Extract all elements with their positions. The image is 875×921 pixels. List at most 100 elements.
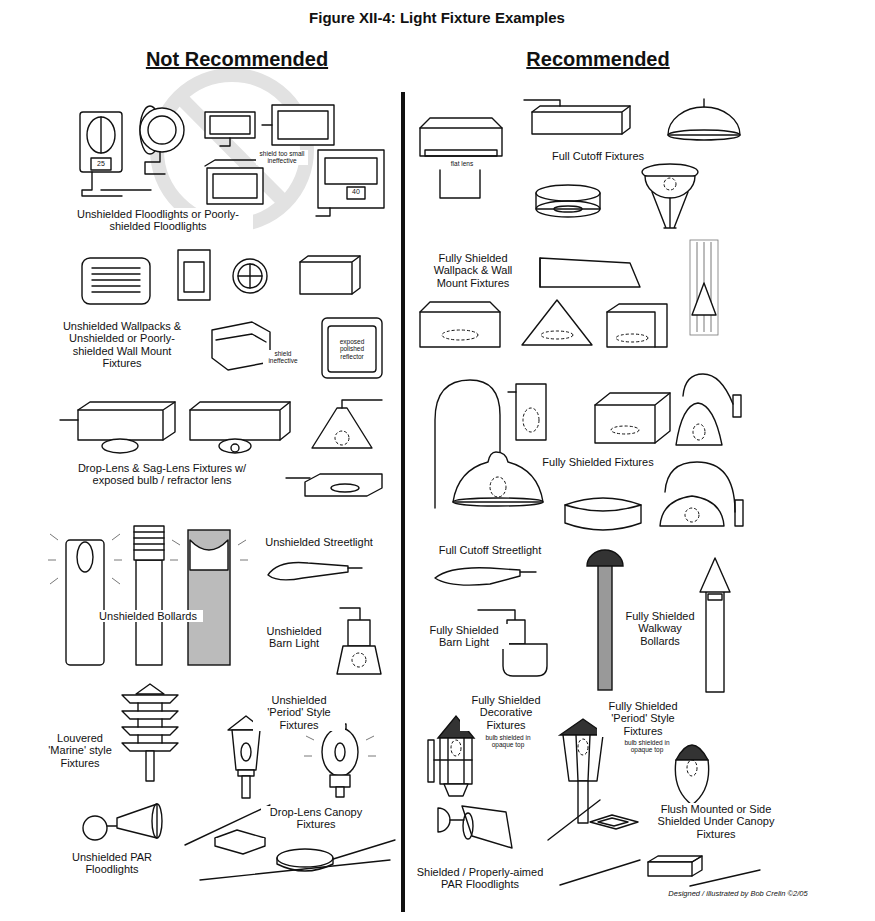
prohibition-sign	[157, 75, 307, 225]
unshielded-barn-light	[337, 608, 381, 674]
shielded-decorative-fixture	[434, 759, 440, 760]
full-cutoff-fixture	[554, 206, 582, 212]
prohibition-sign	[157, 75, 307, 225]
drop-lens-canopy	[215, 838, 265, 854]
drop-lens-canopy	[185, 805, 395, 880]
drop-lens-fixture	[231, 444, 239, 452]
unshielded-period-fixture	[322, 728, 358, 776]
unshielded-bollard	[134, 532, 164, 550]
drop-lens-canopy	[277, 849, 333, 867]
unshielded-wallpack	[212, 322, 270, 370]
unshielded-wallpack	[233, 259, 267, 293]
unshielded-barn-light	[340, 608, 360, 620]
shielded-decorative-fixture	[440, 738, 472, 784]
unshielded-bollard	[190, 540, 228, 570]
unshielded-bollard	[134, 526, 164, 560]
shielded-decorative-fixture	[563, 735, 603, 781]
shielded-bollard	[598, 565, 612, 690]
unshielded-floodlight	[318, 150, 384, 208]
unshielded-period-fixture	[335, 743, 345, 761]
full-cutoff-fixture	[532, 106, 630, 134]
shielded-decorative-fixture	[444, 784, 468, 796]
flush-canopy-fixture	[648, 862, 692, 876]
marine-fixture	[122, 711, 178, 719]
shielded-decorative-fixture	[451, 740, 461, 756]
fixture-caption: Drop-Lens Canopy Fixtures	[261, 806, 371, 831]
unshielded-floodlight	[207, 168, 263, 204]
drop-lens-canopy	[185, 805, 395, 880]
fixture-caption: Unshielded 'Period' Style Fixtures	[253, 694, 345, 731]
unshielded-wallpack	[322, 318, 382, 378]
full-cutoff-fixture	[532, 106, 630, 134]
flush-canopy-fixture	[590, 815, 638, 829]
shielded-fixture	[435, 374, 743, 530]
unshielded-period-fixture	[336, 787, 344, 797]
unshielded-floodlight	[347, 187, 365, 199]
shielded-wallpack	[420, 302, 500, 347]
fixture-caption: Shielded / Properly-aimed PAR Floodlight…	[414, 866, 546, 891]
unshielded-par-flood	[83, 816, 107, 840]
unshielded-par-flood	[152, 804, 162, 838]
shielded-wallpack	[607, 304, 667, 347]
fixture-caption: Fully Shielded Barn Light	[419, 624, 509, 649]
shielded-decorative-fixture	[428, 740, 434, 782]
shielded-fixture	[611, 426, 639, 434]
shielded-bollard	[700, 558, 730, 592]
shielded-fixture	[523, 408, 539, 432]
shielded-decorative-fixture	[675, 760, 708, 805]
drop-lens-fixture	[312, 408, 372, 448]
fixture-caption: Fully Shielded Wallpack & Wall Mount Fix…	[417, 252, 529, 289]
unshielded-par-flood	[117, 804, 157, 838]
unshielded-period-fixture	[304, 736, 376, 756]
unshielded-bollard	[48, 534, 122, 584]
drop-lens-fixture	[219, 439, 251, 453]
unshielded-floodlight	[220, 138, 230, 146]
shielded-fixture	[453, 452, 543, 502]
unshielded-period-fixture	[238, 770, 254, 776]
shielded-wallpack	[607, 312, 655, 347]
unshielded-floodlight	[82, 172, 151, 196]
unshielded-wallpack	[238, 264, 262, 288]
shielded-wallpack	[539, 258, 540, 287]
unshielded-period-fixture	[241, 743, 251, 761]
shielded-decorative-fixture	[578, 739, 588, 755]
shielded-par-flood	[438, 806, 512, 848]
fixture-caption: Fully Shielded Decorative Fixtures	[460, 694, 552, 731]
full-cutoff-fixture	[425, 150, 497, 156]
full-cutoff-fixture	[536, 201, 600, 217]
unshielded-bollard	[188, 530, 230, 665]
shielded-decorative-fixture	[676, 745, 708, 760]
marine-fixture	[138, 703, 162, 743]
marine-fixture	[122, 684, 178, 781]
unshielded-wallpack	[216, 334, 266, 342]
shielded-par-flood	[450, 819, 464, 820]
unshielded-bollard	[66, 540, 104, 665]
flush-canopy-fixture	[598, 818, 628, 826]
shielded-fixture	[676, 403, 722, 445]
shielded-fixture	[685, 508, 699, 522]
marine-fixture	[122, 695, 178, 703]
full-cutoff-fixture	[536, 185, 600, 201]
full-cutoff-streetlight	[520, 571, 536, 572]
unshielded-floodlight	[316, 208, 330, 216]
figure-title: Figure XII-4: Light Fixture Examples	[237, 10, 637, 27]
shielded-fixture	[595, 393, 670, 443]
wattage-tag: 40	[347, 188, 365, 196]
unshielded-floodlight	[262, 124, 272, 125]
shielded-par-flood	[462, 806, 512, 848]
shielded-wallpack	[540, 258, 640, 287]
shielded-fixture	[516, 384, 546, 440]
unshielded-wallpack	[300, 256, 360, 294]
fixture-caption: Louvered 'Marine' style Fixtures	[44, 732, 116, 769]
full-cutoff-fixture	[664, 178, 676, 190]
shielded-fixture	[683, 374, 733, 404]
shielded-fixture	[660, 496, 724, 526]
drop-lens-fixture	[78, 402, 175, 440]
shielded-wallpack	[616, 334, 648, 342]
shielded-bollard	[587, 550, 623, 566]
unshielded-par-flood	[83, 804, 162, 840]
shielded-decorative-fixture	[687, 760, 697, 776]
callout-note: exposed polished reflector	[330, 338, 374, 360]
